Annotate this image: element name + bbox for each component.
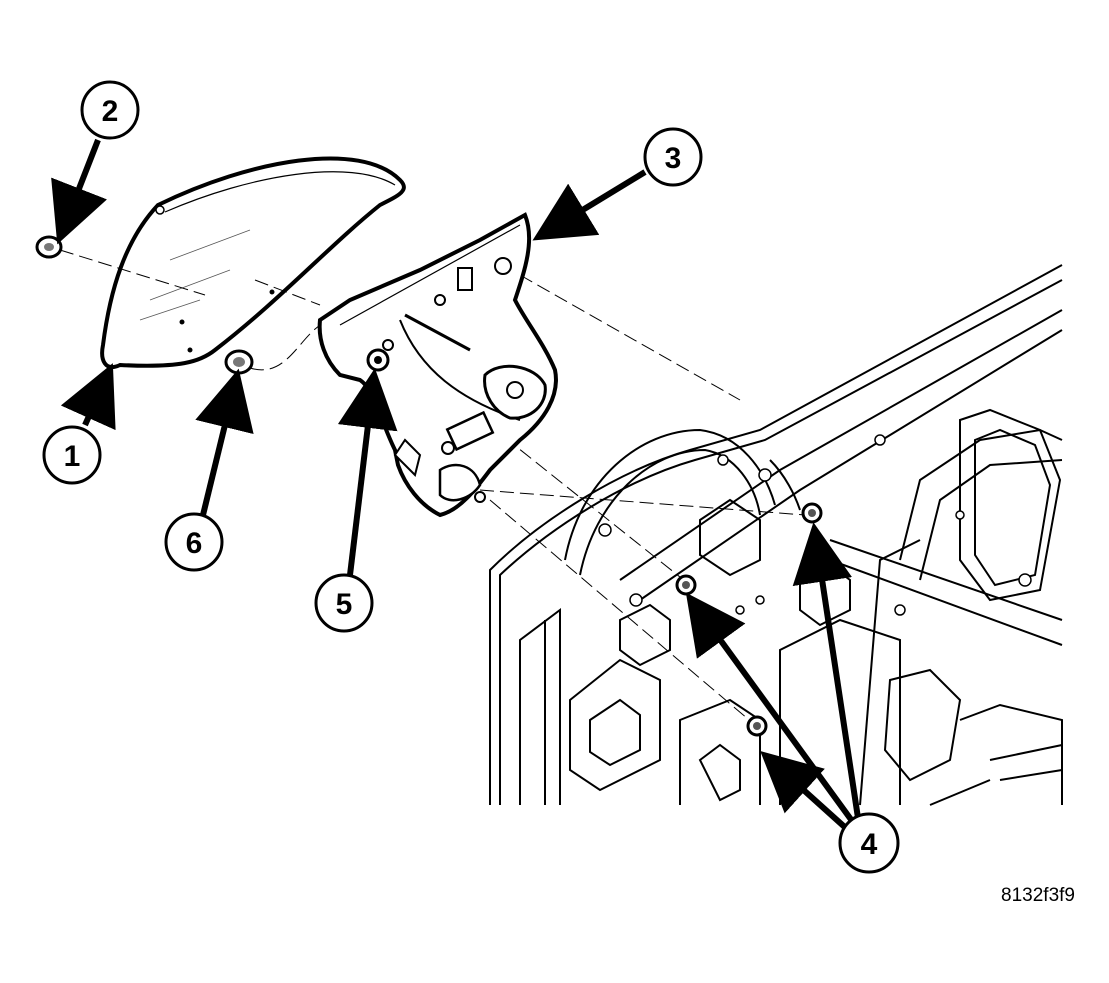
callout-2: 2 — [80, 80, 140, 140]
callout-1-label: 1 — [64, 440, 81, 473]
arrow-2 — [51, 138, 108, 245]
arrow-6 — [195, 368, 254, 516]
window-regulator — [317, 212, 558, 518]
leader-arrows — [51, 138, 861, 833]
callout-3: 3 — [643, 127, 703, 187]
panel-holes — [598, 434, 1032, 616]
callout-6: 6 — [164, 512, 224, 572]
mounting-nut-b — [675, 574, 697, 596]
mounting-nut-c — [746, 715, 768, 737]
door-inner-panel — [489, 264, 1063, 806]
callout-5-label: 5 — [336, 588, 353, 621]
door-glass — [100, 156, 406, 369]
callout-3-label: 3 — [665, 142, 682, 175]
arrow-4c — [760, 750, 851, 833]
glass-nut-upper — [35, 235, 63, 259]
regulator-bolt — [366, 348, 390, 372]
mounting-nut-a — [801, 502, 823, 524]
arrow-5 — [337, 368, 398, 576]
glass-nut-lower — [224, 349, 254, 375]
callout-4: 4 — [838, 812, 900, 874]
figure-id: 8132f3f9 — [1001, 885, 1075, 906]
arrow-1 — [60, 363, 116, 431]
arrow-4a — [792, 522, 861, 819]
callout-5: 5 — [314, 573, 374, 633]
arrow-4b — [685, 592, 858, 827]
callout-1: 1 — [42, 425, 102, 485]
regulator-motor — [445, 364, 547, 452]
callout-6-label: 6 — [186, 527, 203, 560]
arrow-3 — [532, 169, 647, 241]
callout-4-label: 4 — [861, 828, 878, 861]
callout-2-label: 2 — [102, 95, 119, 128]
